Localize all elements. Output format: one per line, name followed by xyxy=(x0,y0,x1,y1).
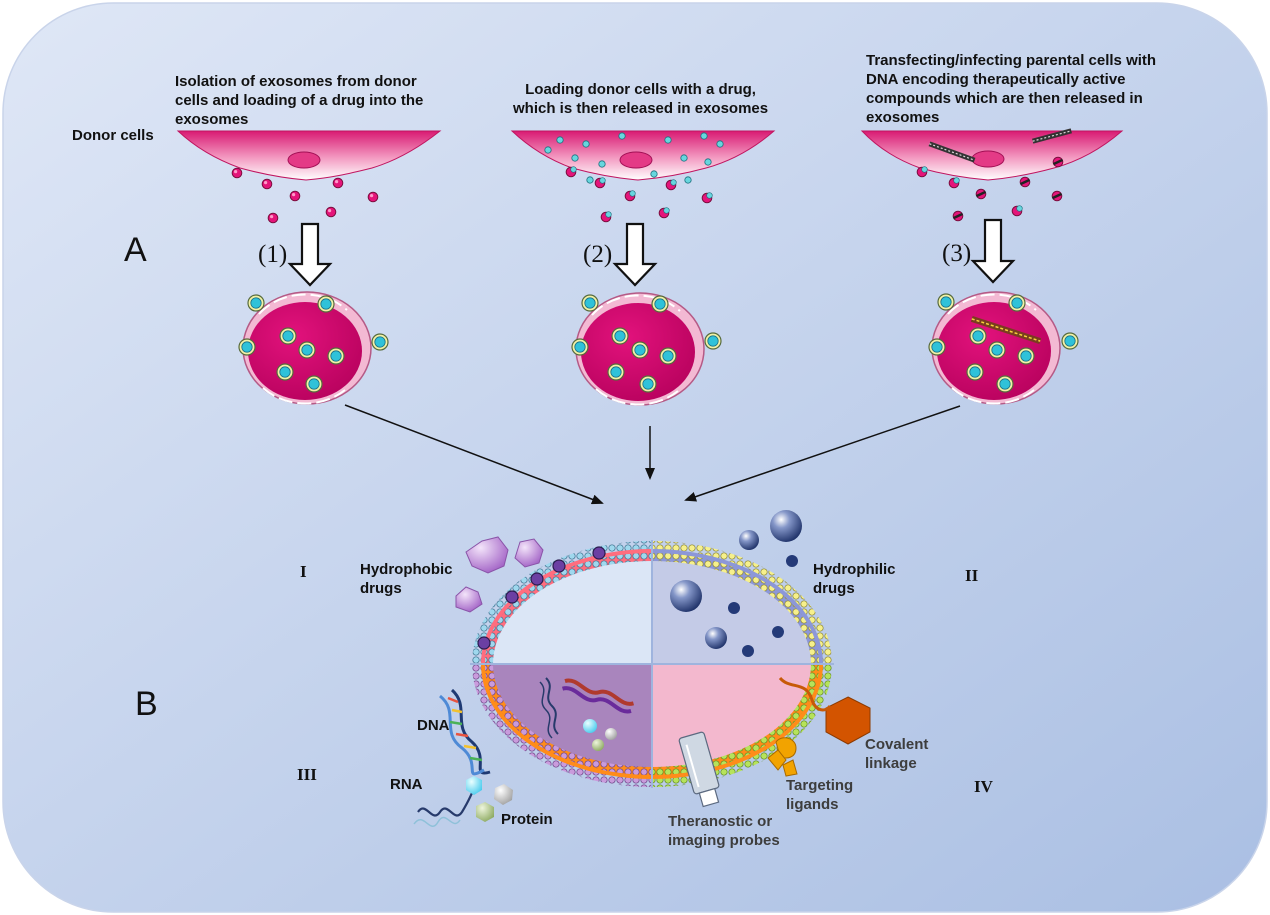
hydrophobic-line: drugs xyxy=(360,580,402,597)
protein-label: Protein xyxy=(501,811,553,828)
targeting-line: ligands xyxy=(786,796,839,813)
theranostic-line: imaging probes xyxy=(668,832,780,849)
quadrant-iii-label: III xyxy=(297,765,317,784)
hydrophilic-line: drugs xyxy=(813,580,855,597)
theranostic-line: Theranostic or xyxy=(668,813,773,830)
hydrophobic-drugs-label: Hydrophobic drugs xyxy=(360,560,453,598)
donor-cells-label: Donor cells xyxy=(72,127,154,144)
strategy-3-line: exosomes xyxy=(866,109,940,126)
covalent-line: Covalent xyxy=(865,736,929,753)
strategy-2-line: Loading donor cells with a drug, xyxy=(525,81,756,98)
rna-label: RNA xyxy=(390,776,423,793)
step-2-label: (2) xyxy=(583,241,613,268)
strategy-2-text: Loading donor cells with a drug, which i… xyxy=(513,80,768,118)
theranostic-probes-label: Theranostic or imaging probes xyxy=(668,812,780,850)
strategy-3-line: DNA encoding therapeutically active xyxy=(866,71,1126,88)
strategy-1-line: cells and loading of a drug into the xyxy=(175,92,424,109)
quadrant-i-label: I xyxy=(300,562,307,581)
dna-label: DNA xyxy=(417,717,450,734)
quadrant-iv-label: IV xyxy=(974,777,993,796)
strategy-2-line: which is then released in exosomes xyxy=(513,100,769,117)
strategy-1-line: Isolation of exosomes from donor xyxy=(175,73,417,90)
strategy-1-text: Isolation of exosomes from donor cells a… xyxy=(175,72,423,129)
targeting-line: Targeting xyxy=(786,777,854,794)
quadrant-ii-label: II xyxy=(965,566,979,585)
step-3-label: (3) xyxy=(942,240,972,267)
panel-b-label: B xyxy=(135,685,158,723)
panel-a-label: A xyxy=(124,231,147,269)
strategy-3-line: Transfecting/infecting parental cells wi… xyxy=(866,52,1157,69)
covalent-linkage-label: Covalent linkage xyxy=(865,735,928,773)
strategy-1-line: exosomes xyxy=(175,111,249,128)
strategy-3-text: Transfecting/infecting parental cells wi… xyxy=(866,51,1156,127)
targeting-ligands-label: Targeting ligands xyxy=(786,776,853,814)
strategy-3-line: compounds which are then released in xyxy=(866,90,1143,107)
covalent-line: linkage xyxy=(865,755,917,772)
step-1-label: (1) xyxy=(258,241,288,268)
hydrophilic-line: Hydrophilic xyxy=(813,561,896,578)
hydrophobic-line: Hydrophobic xyxy=(360,561,453,578)
hydrophilic-drugs-label: Hydrophilic drugs xyxy=(813,560,896,598)
